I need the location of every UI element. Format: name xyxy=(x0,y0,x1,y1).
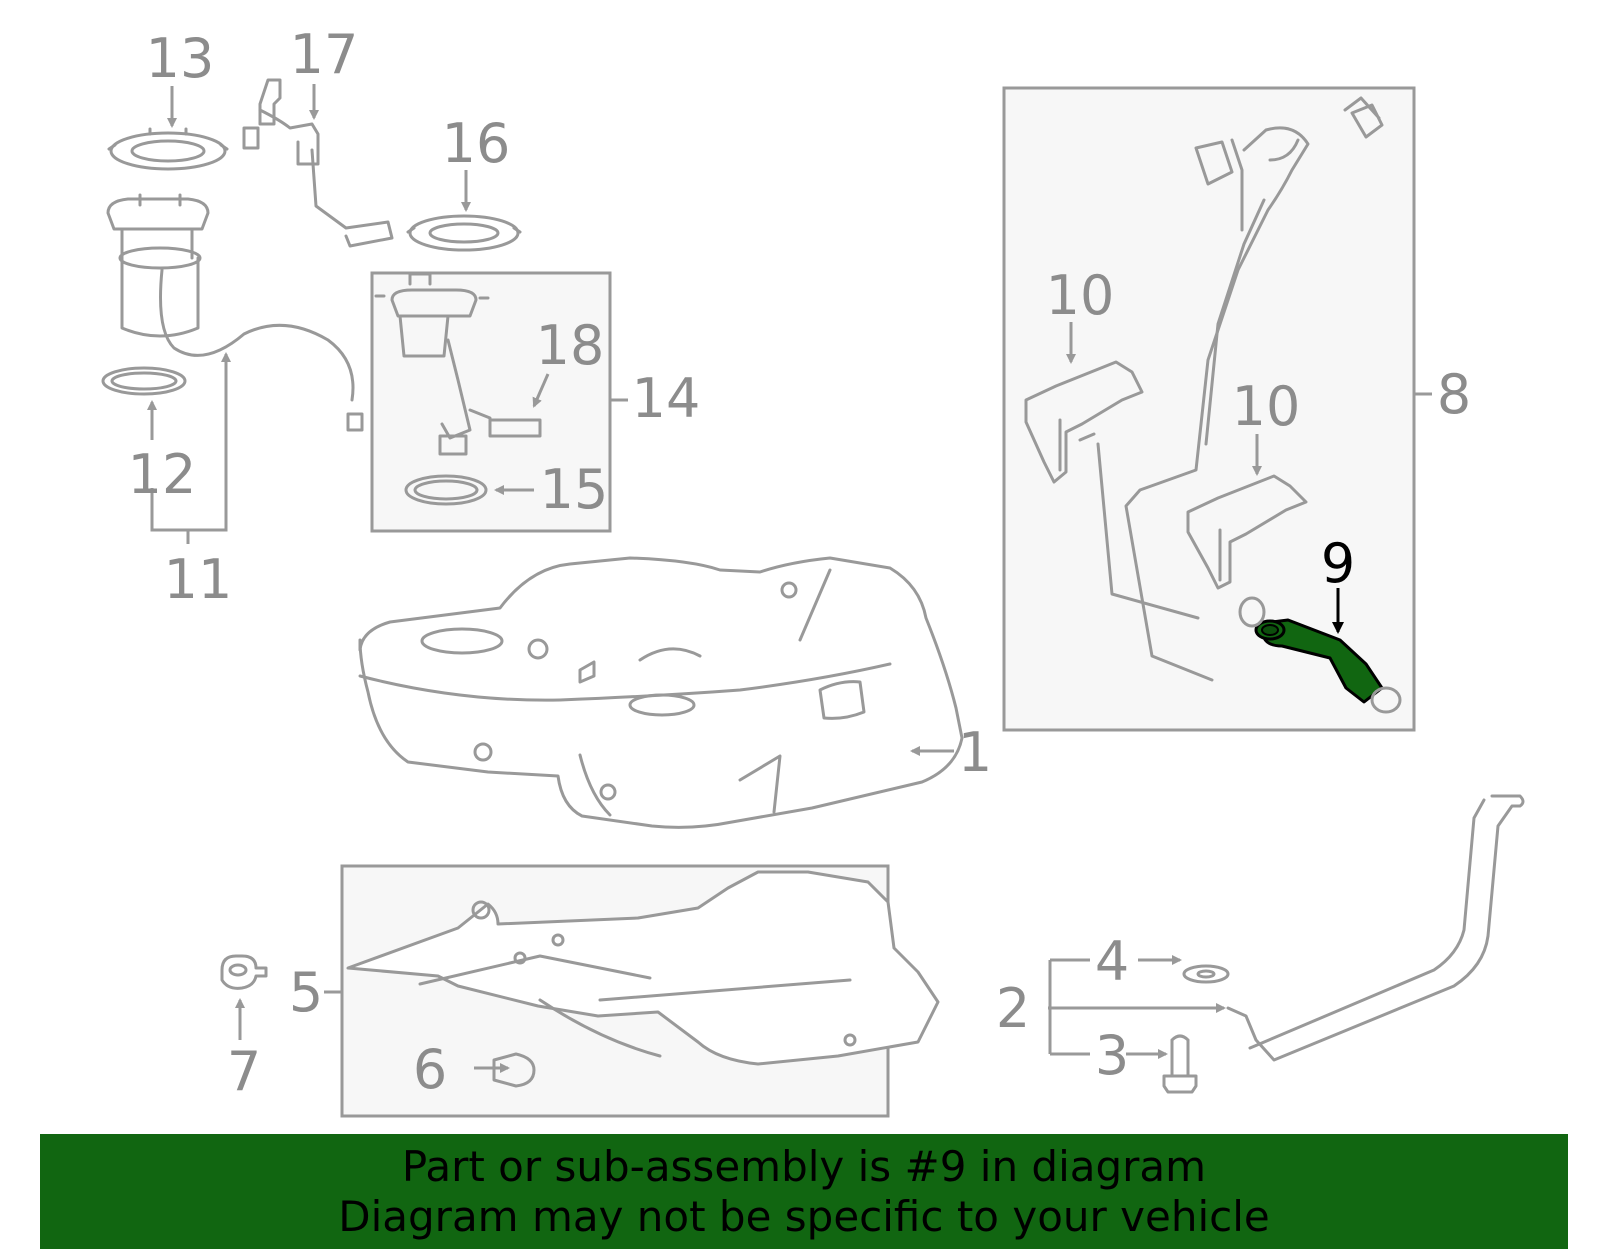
part-12-seal xyxy=(101,366,187,396)
callout-7: 7 xyxy=(227,1040,261,1103)
part-15-seal xyxy=(404,474,488,506)
callout-4: 4 xyxy=(1095,930,1129,993)
part-clamp xyxy=(1238,596,1402,714)
info-banner: Part or sub-assembly is #9 in diagram Di… xyxy=(40,1134,1568,1249)
part-10-bracket-upper xyxy=(1024,360,1144,484)
callout-5: 5 xyxy=(289,961,323,1024)
part-3-bolt xyxy=(1162,1034,1198,1094)
banner-line-1: Part or sub-assembly is #9 in diagram xyxy=(401,1141,1207,1191)
part-16-lock-ring xyxy=(406,214,522,252)
callout-9: 9 xyxy=(1321,532,1355,595)
callout-14: 14 xyxy=(632,367,701,430)
banner-line-2: Diagram may not be specific to your vehi… xyxy=(338,1191,1270,1241)
part-17-level-sensor xyxy=(242,78,394,248)
callout-8: 8 xyxy=(1437,363,1471,426)
callout-12: 12 xyxy=(128,443,197,506)
part-4-washer xyxy=(1182,964,1230,984)
callout-15: 15 xyxy=(540,458,609,521)
callout-1: 1 xyxy=(958,721,992,784)
part-1-fuel-tank xyxy=(358,556,964,829)
callout-17: 17 xyxy=(290,23,359,86)
part-9-filler-hose-highlighted xyxy=(1254,618,1384,704)
callout-13: 13 xyxy=(146,27,215,90)
part-13-lock-ring xyxy=(107,127,229,171)
leader-lines xyxy=(147,84,1432,1073)
part-2-tank-strap xyxy=(1226,794,1525,1062)
part-5-tank-shield xyxy=(346,870,940,1066)
part-11-fuel-pump-module xyxy=(106,193,364,432)
callout-10-upper: 10 xyxy=(1046,264,1115,327)
callout-18: 18 xyxy=(536,314,605,377)
part-8-filler-pipe xyxy=(1096,96,1384,682)
callout-2: 2 xyxy=(996,977,1030,1040)
callout-10-lower: 10 xyxy=(1232,375,1301,438)
callout-6: 6 xyxy=(413,1038,447,1101)
part-10-bracket-lower xyxy=(1186,474,1308,590)
part-7-clip xyxy=(220,954,268,990)
callout-3: 3 xyxy=(1095,1024,1129,1087)
callout-11: 11 xyxy=(164,548,233,611)
part-6-nut xyxy=(492,1052,536,1088)
part-14-sending-unit xyxy=(374,272,542,456)
callout-16: 16 xyxy=(442,112,511,175)
